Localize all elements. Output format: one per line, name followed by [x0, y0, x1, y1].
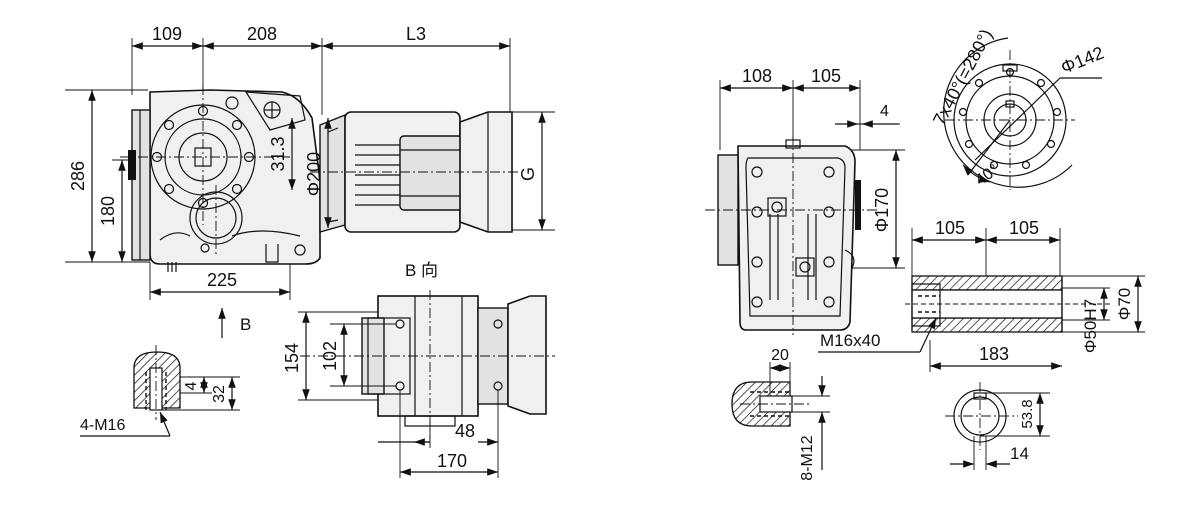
flange-holes [958, 67, 1062, 170]
dim-phi50h7: Φ50H7 [1081, 299, 1100, 353]
dim-32: 32 [211, 385, 228, 403]
dim-20: 20 [771, 347, 789, 364]
dim-105-left: 105 [935, 218, 965, 238]
side-view: 108 105 4 Φ170 [705, 66, 905, 335]
view-b-arrow: B [218, 308, 251, 338]
dim-180: 180 [98, 196, 118, 226]
dim-109: 109 [152, 24, 182, 44]
thread-8-m12: 8-M12 [799, 435, 816, 480]
dim-286: 286 [68, 161, 88, 191]
thread-4-m16: 4-M16 [80, 417, 125, 434]
dim-phi200: Φ200 [304, 152, 324, 196]
dim-14: 14 [1010, 444, 1029, 463]
motor-cooling-fins [355, 144, 400, 206]
dim-53-8: 53.8 [1019, 399, 1036, 428]
dim-4-left: 4 [183, 381, 200, 390]
dim-7x40-angle: 7x40°(=280°) [929, 26, 996, 129]
dim-208: 208 [247, 24, 277, 44]
dim-G: G [518, 167, 538, 181]
b-view-title: B 向 [405, 261, 438, 280]
b-view: B 向 154 102 48 170 [282, 261, 555, 478]
dim-105-right: 105 [1009, 218, 1039, 238]
flange-view: 7x40°(=280°) Φ142 40° [929, 26, 1107, 190]
dim-phi70: Φ70 [1115, 288, 1134, 320]
front-view: 109 208 L3 286 180 31.3 Φ200 G 225 [65, 24, 555, 300]
dim-108: 108 [742, 66, 772, 86]
b-arrow-label: B [240, 315, 251, 334]
side-view-fins [769, 214, 817, 300]
dim-154: 154 [282, 343, 302, 373]
thread-detail-left: 4 32 4-M16 [80, 345, 240, 437]
dim-225: 225 [207, 270, 237, 290]
thread-m16x40: M16x40 [820, 331, 880, 350]
dim-48: 48 [455, 421, 475, 441]
dim-phi170: Φ170 [872, 188, 892, 232]
dim-phi142: Φ142 [1058, 43, 1107, 78]
thread-detail-right: 20 8-M12 [731, 347, 830, 481]
dim-105-top: 105 [811, 66, 841, 86]
dim-4-side: 4 [880, 103, 889, 120]
dim-102: 102 [320, 341, 340, 371]
dim-L3: L3 [406, 24, 426, 44]
dim-31-3: 31.3 [268, 136, 288, 171]
keyway-section: 53.8 14 [945, 382, 1050, 470]
dim-183: 183 [979, 344, 1009, 364]
shaft-section: 105 105 M16x40 183 Φ50H7 Φ70 [818, 218, 1145, 372]
dim-170-bottom: 170 [437, 451, 467, 471]
